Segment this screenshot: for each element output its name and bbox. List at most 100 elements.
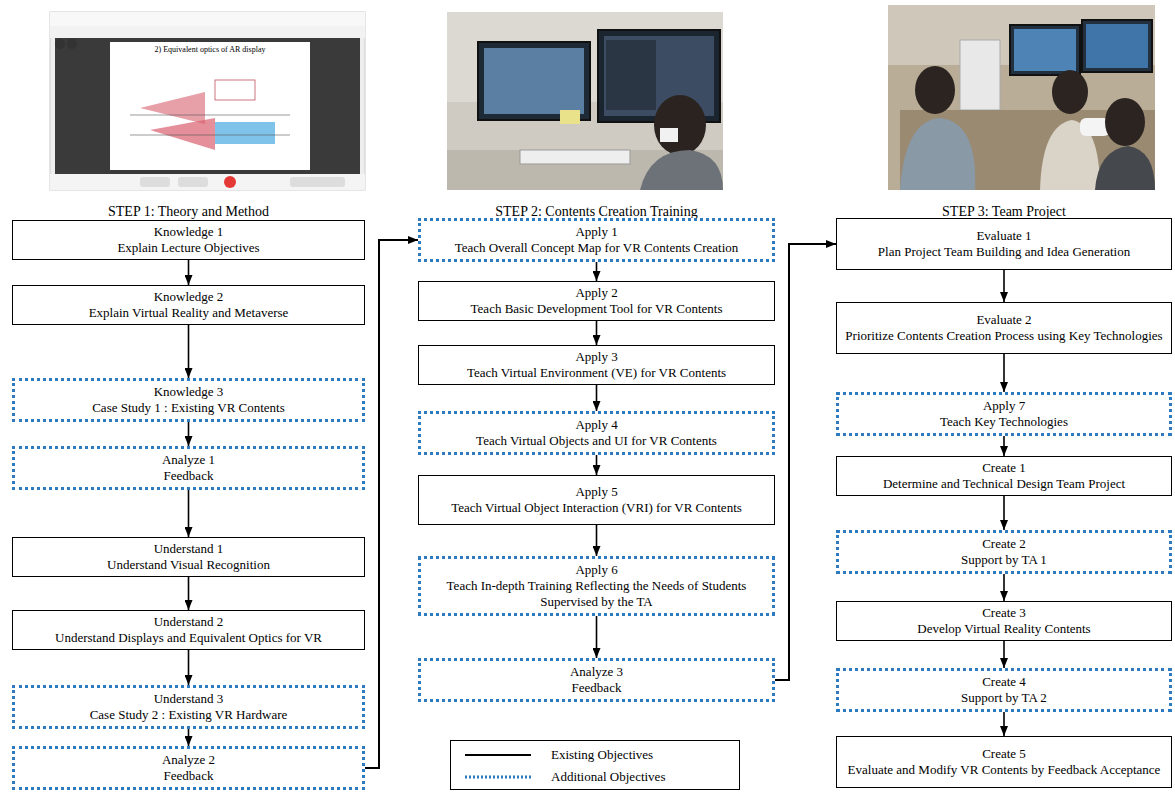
existing-objective-box: Evaluate 2Prioritize Contents Creation P… (836, 302, 1172, 354)
objective-heading: Apply 3 (575, 349, 617, 365)
objective-description: Teach Virtual Objects and UI for VR Cont… (476, 433, 717, 449)
objective-description: Case Study 2 : Existing VR Hardware (90, 707, 288, 723)
objective-description: Explain Virtual Reality and Metaverse (89, 305, 289, 321)
flow-arrow (188, 577, 190, 610)
objective-heading: Apply 6 (575, 562, 617, 578)
team-project-photo (888, 5, 1155, 190)
flow-arrow (188, 260, 190, 285)
existing-objective-box: Create 1Determine and Technical Design T… (836, 456, 1172, 496)
objective-description: Develop Virtual Reality Contents (917, 621, 1090, 637)
objective-heading: Apply 1 (575, 224, 617, 240)
objective-heading: Evaluate 2 (976, 312, 1031, 328)
objective-heading: Create 2 (982, 536, 1026, 552)
objective-description: Determine and Technical Design Team Proj… (883, 476, 1125, 492)
objective-description: Feedback (164, 768, 214, 784)
additional-objective-box: Apply 4Teach Virtual Objects and UI for … (418, 411, 775, 455)
objective-heading: Analyze 2 (162, 752, 215, 768)
legend-text: Existing Objectives (551, 747, 653, 763)
objective-heading: Understand 2 (154, 614, 224, 630)
objective-heading: Evaluate 1 (976, 228, 1031, 244)
workstation-photo (447, 12, 723, 190)
flow-arrow (596, 525, 598, 556)
objective-description: Support by TA 1 (961, 552, 1047, 568)
objective-heading: Apply 2 (575, 285, 617, 301)
objective-description: Teach In-depth Training Reflecting the N… (427, 578, 766, 610)
objective-heading: Apply 4 (575, 417, 617, 433)
flow-arrow (188, 422, 190, 446)
existing-objective-box: Understand 1Understand Visual Recognitio… (12, 537, 365, 577)
flow-arrow (596, 616, 598, 658)
additional-objective-box: Apply 1Teach Overall Concept Map for VR … (418, 218, 775, 262)
objective-description: Feedback (164, 468, 214, 484)
additional-objective-box: Create 2Support by TA 1 (836, 530, 1172, 574)
lecture-screenshot (50, 12, 365, 190)
objective-description: Teach Virtual Environment (VE) for VR Co… (467, 365, 726, 381)
objective-description: Teach Virtual Object Interaction (VRI) f… (451, 500, 742, 516)
additional-objective-box: Analyze 3Feedback (418, 658, 775, 702)
objective-description: Plan Project Team Building and Idea Gene… (878, 244, 1130, 260)
objective-description: Case Study 1 : Existing VR Contents (92, 400, 285, 416)
objective-description: Teach Key Technologies (940, 414, 1068, 430)
objective-heading: Analyze 3 (570, 664, 623, 680)
flow-arrow (1003, 712, 1005, 736)
flow-arrow (1003, 641, 1005, 668)
flow-arrow (596, 321, 598, 345)
flow-arrow (188, 325, 190, 378)
legend-row: Additional Objectives (463, 767, 665, 787)
slide-title: 2) Equivalent optics of AR display (153, 45, 268, 54)
additional-objective-box: Knowledge 3Case Study 1 : Existing VR Co… (12, 378, 365, 422)
step-title-holder: STEP 1: Theory and Method (12, 203, 365, 220)
objective-description: Understand Displays and Equivalent Optic… (55, 630, 322, 646)
objective-description: Prioritize Contents Creation Process usi… (845, 328, 1162, 344)
legend-sample (463, 772, 533, 782)
objective-heading: Create 4 (982, 674, 1026, 690)
flow-arrow (1003, 436, 1005, 456)
objective-heading: Apply 5 (575, 484, 617, 500)
slide-title-holder: 2) Equivalent optics of AR display (112, 44, 308, 55)
existing-objective-box: Create 3Develop Virtual Reality Contents (836, 601, 1172, 641)
flow-arrow (596, 455, 598, 475)
flow-arrow (188, 729, 190, 746)
objective-description: Evaluate and Modify VR Contents by Feedb… (848, 762, 1161, 778)
additional-objective-box: Analyze 2Feedback (12, 746, 365, 790)
flow-arrow (596, 385, 598, 411)
objective-heading: Knowledge 1 (154, 224, 224, 240)
existing-objective-box: Apply 5Teach Virtual Object Interaction … (418, 475, 775, 525)
existing-objective-box: Apply 3Teach Virtual Environment (VE) fo… (418, 345, 775, 385)
objective-heading: Knowledge 3 (154, 384, 224, 400)
objective-heading: Understand 3 (154, 691, 224, 707)
step-title: STEP 1: Theory and Method (106, 204, 271, 219)
existing-objective-box: Knowledge 2Explain Virtual Reality and M… (12, 285, 365, 325)
objective-heading: Apply 7 (983, 398, 1025, 414)
objective-description: Understand Visual Recognition (107, 557, 270, 573)
step-title: STEP 2: Contents Creation Training (493, 204, 700, 219)
existing-objective-box: Understand 2Understand Displays and Equi… (12, 610, 365, 650)
objective-heading: Create 3 (982, 605, 1026, 621)
additional-objective-box: Apply 6Teach In-depth Training Reflectin… (418, 556, 775, 616)
additional-objective-box: Analyze 1Feedback (12, 446, 365, 490)
objective-description: Teach Basic Development Tool for VR Cont… (471, 301, 723, 317)
flow-arrow (1003, 354, 1005, 392)
objective-heading: Knowledge 2 (154, 289, 224, 305)
flow-arrow (1003, 270, 1005, 302)
flow-arrow (1003, 496, 1005, 530)
objective-description: Feedback (572, 680, 622, 696)
objective-description: Support by TA 2 (961, 690, 1047, 706)
existing-objective-box: Knowledge 1Explain Lecture Objectives (12, 220, 365, 260)
existing-objective-box: Evaluate 1Plan Project Team Building and… (836, 218, 1172, 270)
additional-objective-box: Understand 3Case Study 2 : Existing VR H… (12, 685, 365, 729)
objective-description: Teach Overall Concept Map for VR Content… (455, 240, 739, 256)
step-title: STEP 3: Team Project (940, 204, 1068, 219)
flow-arrow (188, 650, 190, 685)
flow-arrow (775, 244, 836, 680)
objective-heading: Create 1 (982, 460, 1026, 476)
flow-arrow (1003, 574, 1005, 601)
additional-objective-box: Create 4Support by TA 2 (836, 668, 1172, 712)
flow-arrow (596, 262, 598, 281)
objective-heading: Create 5 (982, 746, 1026, 762)
legend-row: Existing Objectives (463, 745, 653, 765)
flow-arrow (188, 490, 190, 537)
existing-objective-box: Create 5Evaluate and Modify VR Contents … (836, 736, 1172, 788)
legend-text: Additional Objectives (551, 769, 665, 785)
